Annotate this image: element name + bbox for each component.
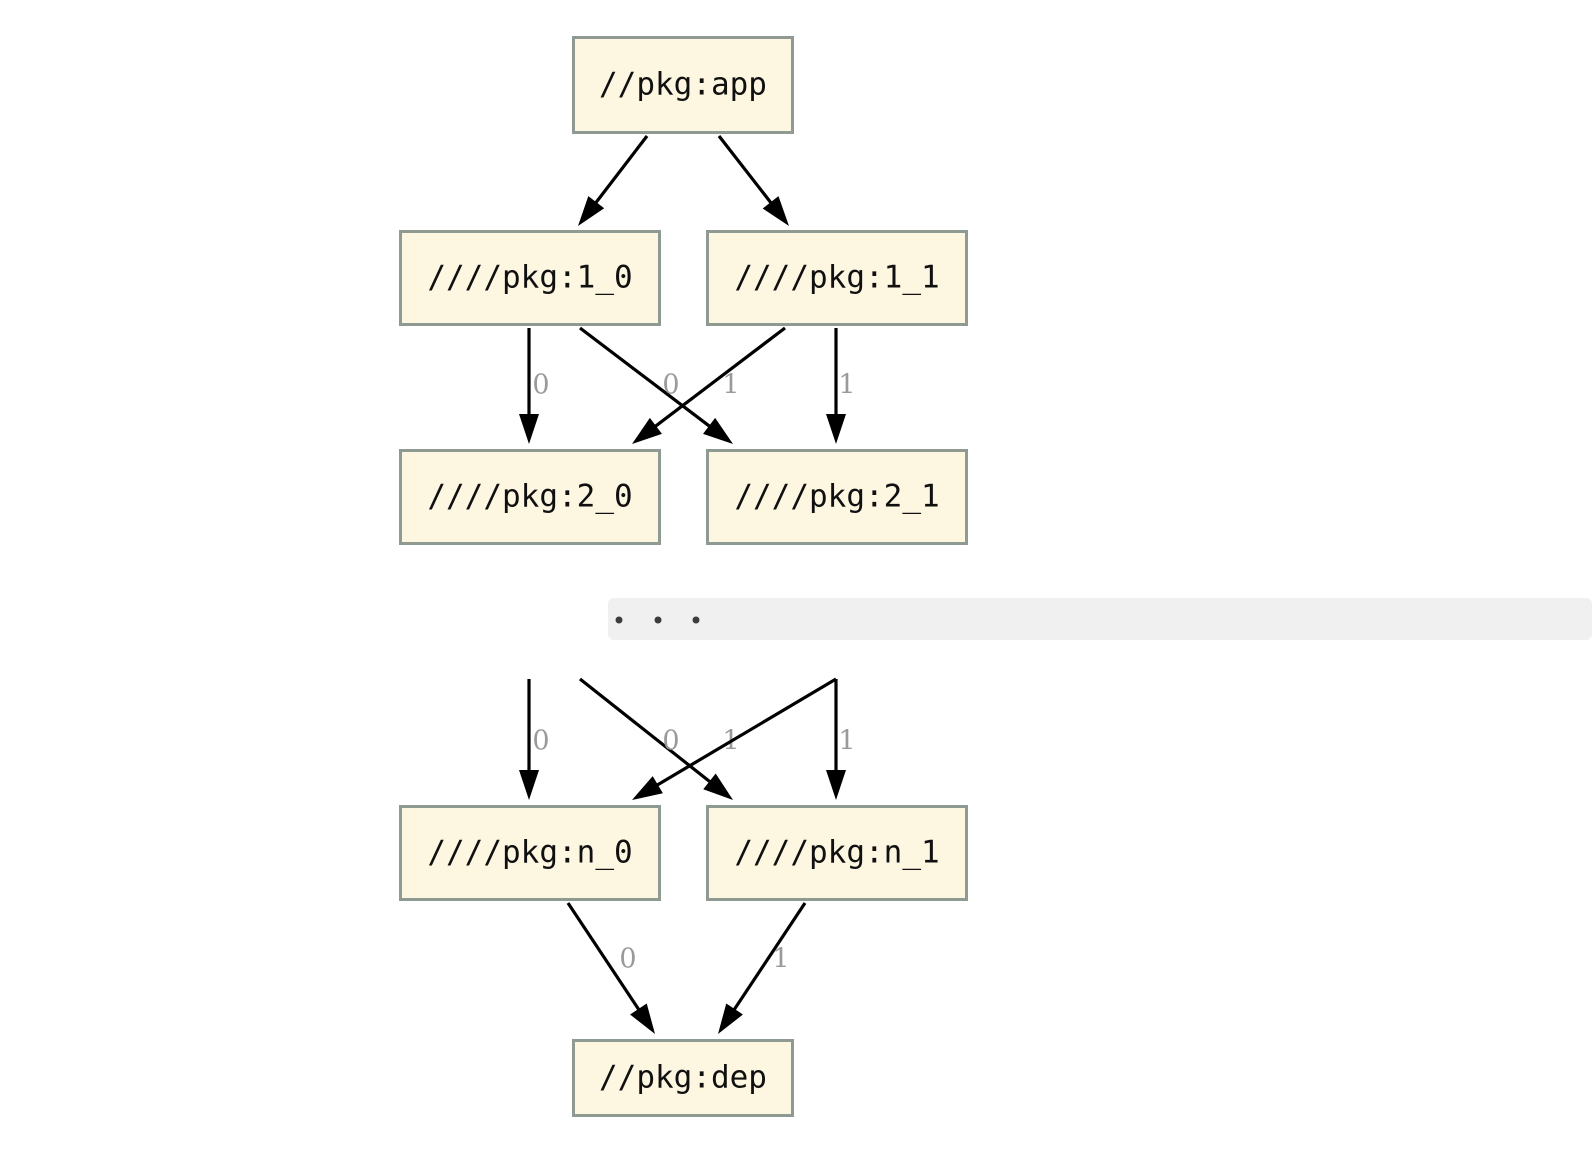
graph-edge: 0 — [632, 326, 786, 444]
edge-arrowhead-icon — [703, 417, 733, 444]
edge-label: 0 — [662, 370, 679, 401]
node-box[interactable] — [572, 36, 794, 134]
edge-line — [592, 135, 649, 207]
node-box[interactable] — [399, 230, 661, 326]
edge-arrowhead-icon — [519, 770, 539, 800]
edge-label: 0 — [532, 370, 549, 401]
node-label: ////pkg:n_1 — [734, 835, 939, 871]
edge-label: 0 — [532, 726, 549, 757]
graph-node-app[interactable]: //pkg:app — [572, 36, 794, 134]
node-label: ////pkg:2_1 — [734, 479, 939, 515]
edge-label: 1 — [722, 370, 739, 401]
node-box[interactable] — [399, 449, 661, 545]
edge-arrowhead-icon — [718, 1003, 743, 1034]
edge-label: 1 — [838, 726, 855, 757]
node-label: //pkg:app — [599, 67, 767, 103]
edge-arrowhead-icon — [826, 414, 846, 444]
graph-node-ln_1[interactable]: ////pkg:n_1 — [706, 805, 968, 901]
node-label: ////pkg:n_0 — [427, 835, 632, 871]
edge-line — [566, 902, 642, 1014]
edge-line — [731, 902, 807, 1014]
edge-line — [653, 677, 837, 789]
edge-arrowhead-icon — [632, 417, 662, 444]
graph-node-l1_1[interactable]: ////pkg:1_1 — [706, 230, 968, 326]
edge-arrowhead-icon — [519, 414, 539, 444]
edge-line — [651, 326, 786, 430]
graph-node-l1_0[interactable]: ////pkg:1_0 — [399, 230, 661, 326]
ellipsis-dot — [692, 616, 700, 624]
graph-node-l2_0[interactable]: ////pkg:2_0 — [399, 449, 661, 545]
edge-label: 0 — [619, 944, 636, 975]
node-label: ////pkg:1_0 — [427, 260, 632, 296]
ellipsis-dot — [654, 616, 662, 624]
edge-arrowhead-icon — [632, 776, 663, 800]
graph-edge: 0 — [519, 679, 550, 800]
edge-arrowhead-icon — [826, 770, 846, 800]
edge-line — [579, 677, 714, 786]
ellipsis-band — [608, 598, 1592, 640]
node-label: //pkg:dep — [599, 1060, 767, 1096]
graph-edge: 1 — [718, 902, 807, 1034]
graph-edge: 1 — [579, 326, 740, 444]
edge-arrowhead-icon — [762, 196, 789, 226]
node-box[interactable] — [706, 230, 968, 326]
edge-line — [579, 326, 714, 430]
graph-edge: 0 — [566, 902, 655, 1034]
graph-edge: 0 — [519, 328, 550, 444]
node-label: ////pkg:1_1 — [734, 260, 939, 296]
edge-arrowhead-icon — [578, 196, 605, 226]
node-box[interactable] — [706, 805, 968, 901]
graph-edge — [717, 135, 789, 226]
node-box[interactable] — [572, 1039, 794, 1117]
node-label: ////pkg:2_0 — [427, 479, 632, 515]
edge-line — [717, 135, 775, 207]
graph-edge: 0 — [632, 677, 837, 800]
edge-label: 0 — [662, 726, 679, 757]
nodes-layer: //pkg:app ////pkg:1_0 ////pkg:1_1 ////pkg:2… — [399, 36, 968, 1117]
edge-label: 1 — [772, 944, 789, 975]
graph-edge: 1 — [826, 328, 856, 444]
ellipsis-separator — [608, 598, 1592, 640]
edge-arrowhead-icon — [703, 773, 733, 800]
node-box[interactable] — [706, 449, 968, 545]
graph-node-ln_0[interactable]: ////pkg:n_0 — [399, 805, 661, 901]
edge-label: 1 — [838, 370, 855, 401]
graph-edge — [578, 135, 649, 226]
graph-node-l2_1[interactable]: ////pkg:2_1 — [706, 449, 968, 545]
edge-arrowhead-icon — [630, 1003, 655, 1034]
graph-node-dep[interactable]: //pkg:dep — [572, 1039, 794, 1117]
ellipsis-dot — [615, 616, 623, 624]
graph-edge: 1 — [826, 679, 856, 800]
node-box[interactable] — [399, 805, 661, 901]
